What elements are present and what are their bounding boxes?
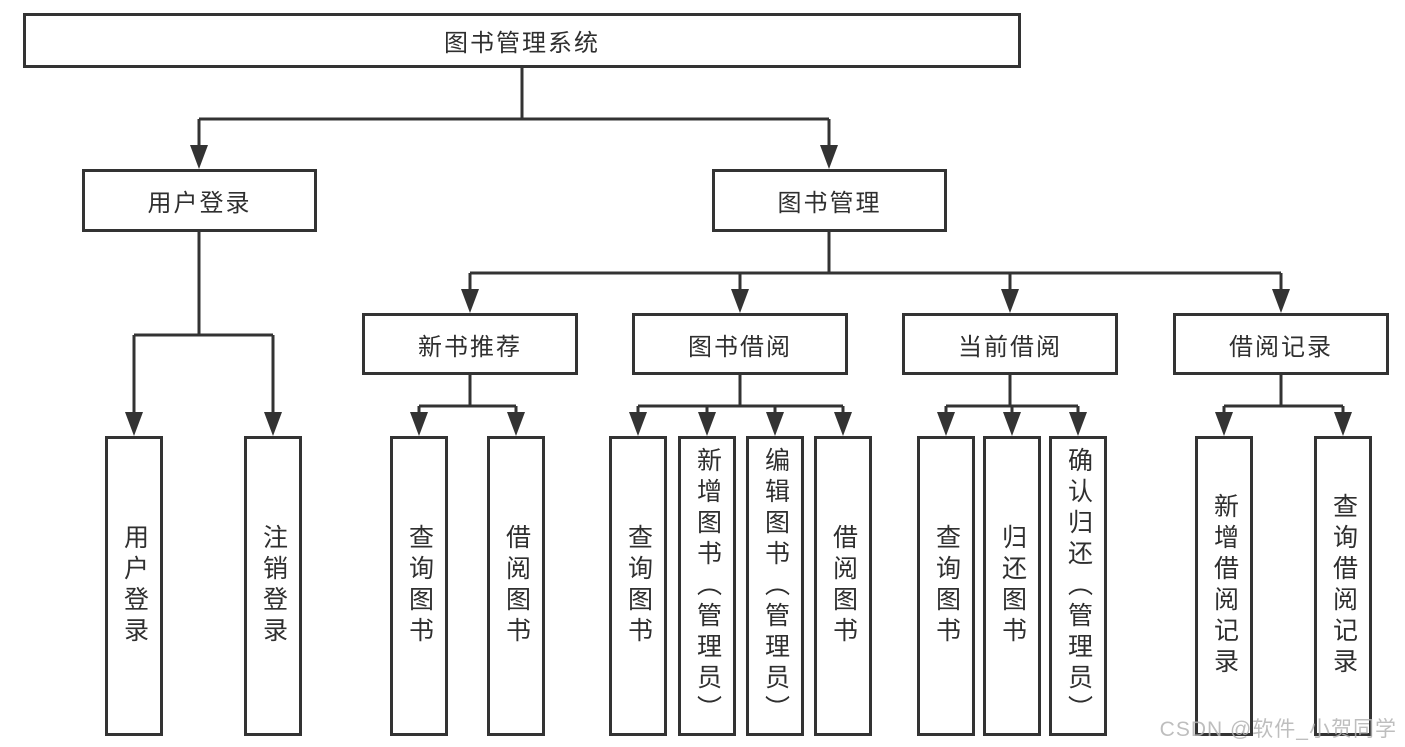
node-label: 用户登录 [120, 524, 149, 648]
node-leaf-confirm-return-admin: 确认归还（管理员） [1049, 436, 1107, 736]
arrowhead-icon [766, 412, 784, 436]
arrowhead-icon [1001, 289, 1019, 313]
node-label: 查询图书 [932, 524, 961, 648]
arrowhead-icon [507, 412, 525, 436]
node-book-borrowing: 图书借阅 [632, 313, 848, 375]
arrowhead-icon [1334, 412, 1352, 436]
watermark: CSDN @软件_小贺同学 [1159, 718, 1397, 741]
node-book-management: 图书管理 [712, 169, 947, 232]
node-user-login-module: 用户登录 [82, 169, 317, 232]
node-borrowing-records: 借阅记录 [1173, 313, 1389, 375]
node-leaf-query-books-borrowing: 查询图书 [609, 436, 667, 736]
node-label: 新书推荐 [418, 333, 522, 361]
arrowhead-icon [264, 412, 282, 436]
node-label: 查询图书 [624, 524, 653, 648]
node-label: 图书管理 [777, 190, 882, 217]
node-label: 编辑图书（管理员） [761, 446, 790, 726]
node-label: 确认归还（管理员） [1064, 446, 1093, 726]
arrowhead-icon [834, 412, 852, 436]
node-root: 图书管理系统 [23, 13, 1021, 68]
node-label: 图书借阅 [688, 333, 792, 361]
arrowhead-icon [125, 412, 143, 436]
node-label: 归还图书 [998, 524, 1027, 648]
arrowhead-icon [461, 289, 479, 313]
arrowhead-icon [937, 412, 955, 436]
node-current-borrowing: 当前借阅 [902, 313, 1118, 375]
node-label: 图书管理系统 [444, 30, 600, 57]
node-label: 查询图书 [405, 524, 434, 648]
node-label: 借阅图书 [829, 524, 858, 648]
node-leaf-edit-books-admin: 编辑图书（管理员） [746, 436, 804, 736]
node-leaf-query-books-recommend: 查询图书 [390, 436, 448, 736]
node-label: 当前借阅 [958, 333, 1062, 361]
node-leaf-add-borrow-record: 新增借阅记录 [1195, 436, 1253, 736]
node-label: 注销登录 [259, 524, 288, 648]
arrowhead-icon [190, 145, 208, 169]
node-label: 查询借阅记录 [1329, 493, 1358, 679]
node-label: 借阅记录 [1229, 333, 1333, 361]
arrowhead-icon [1069, 412, 1087, 436]
arrowhead-icon [1215, 412, 1233, 436]
node-leaf-logout: 注销登录 [244, 436, 302, 736]
node-label: 新增借阅记录 [1210, 493, 1239, 679]
node-label: 用户登录 [147, 190, 252, 217]
node-leaf-borrow-books-borrowing: 借阅图书 [814, 436, 872, 736]
arrowhead-icon [731, 289, 749, 313]
arrowhead-icon [410, 412, 428, 436]
node-leaf-query-books-current: 查询图书 [917, 436, 975, 736]
arrowhead-icon [1003, 412, 1021, 436]
node-leaf-user-login: 用户登录 [105, 436, 163, 736]
node-leaf-borrow-books-recommend: 借阅图书 [487, 436, 545, 736]
node-leaf-return-books: 归还图书 [983, 436, 1041, 736]
arrowhead-icon [698, 412, 716, 436]
node-label: 借阅图书 [502, 524, 531, 648]
node-new-book-recommend: 新书推荐 [362, 313, 578, 375]
node-leaf-query-borrow-record: 查询借阅记录 [1314, 436, 1372, 736]
arrowhead-icon [1272, 289, 1290, 313]
arrowhead-icon [820, 145, 838, 169]
arrowhead-icon [629, 412, 647, 436]
node-leaf-add-books-admin: 新增图书（管理员） [678, 436, 736, 736]
node-label: 新增图书（管理员） [693, 446, 722, 726]
